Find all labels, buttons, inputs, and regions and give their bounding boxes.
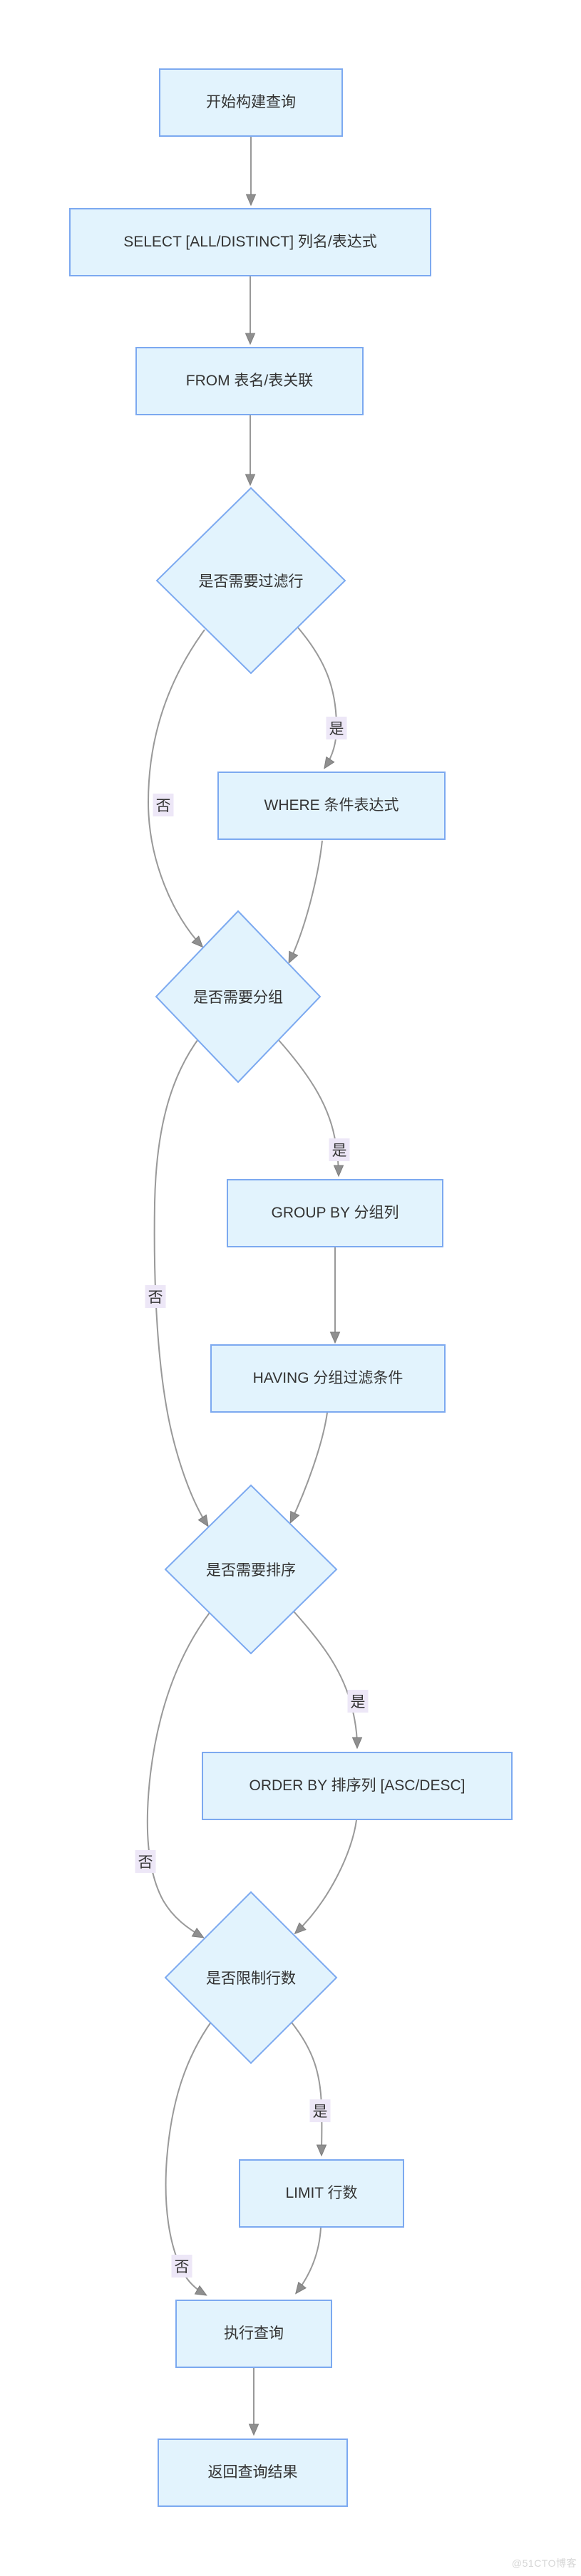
edge-label-group-no: 否 (145, 1285, 166, 1308)
edge-label-sort-yes: 是 (347, 1690, 369, 1713)
decision-diamond-sort (164, 1484, 338, 1655)
edge-filter-yes (297, 627, 338, 767)
edge-sort-no (146, 1610, 212, 1937)
edge-group-no (153, 1037, 207, 1525)
node-from: FROM 表名/表关联 (135, 347, 364, 415)
node-return-result-label: 返回查询结果 (207, 2464, 298, 2481)
edge-where-group (289, 840, 323, 962)
node-group-by-label: GROUP BY 分组列 (271, 1205, 399, 1222)
decision-limit-label: 是否限制行数 (206, 1970, 296, 1987)
node-return-result: 返回查询结果 (158, 2439, 348, 2507)
watermark: @51CTO博客 (511, 2557, 577, 2569)
edge-label-group-yes: 是 (329, 1138, 350, 1161)
node-having: HAVING 分组过滤条件 (210, 1344, 446, 1413)
edge-having-sort (291, 1412, 328, 1522)
edge-group-yes (277, 1039, 339, 1175)
decision-diamond-filter (155, 487, 346, 675)
edge-sort-yes (293, 1611, 357, 1747)
decision-filter-label: 是否需要过滤行 (198, 573, 304, 590)
node-limit: LIMIT 行数 (239, 2159, 404, 2228)
node-order-by-label: ORDER BY 排序列 [ASC/DESC] (249, 1777, 466, 1795)
node-where: WHERE 条件表达式 (217, 772, 446, 840)
edge-label-limit-no: 否 (171, 2255, 192, 2278)
node-where-label: WHERE 条件表达式 (264, 797, 399, 814)
decision-sort-label: 是否需要排序 (206, 1562, 296, 1579)
edge-label-filter-yes: 是 (326, 717, 347, 739)
node-start: 开始构建查询 (159, 68, 343, 137)
node-having-label: HAVING 分组过滤条件 (252, 1370, 403, 1387)
node-execute-label: 执行查询 (224, 2325, 284, 2342)
node-start-label: 开始构建查询 (206, 94, 296, 111)
edge-limit-execute (297, 2227, 322, 2292)
edge-label-sort-no: 否 (135, 1850, 156, 1873)
edge-limitdec-no (165, 2020, 212, 2295)
node-select-label: SELECT [ALL/DISTINCT] 列名/表达式 (123, 234, 377, 251)
decision-diamond-limit (164, 1891, 338, 2065)
node-from-label: FROM 表名/表关联 (185, 373, 314, 390)
decision-diamond-group (155, 910, 322, 1084)
edge-label-filter-no: 否 (153, 794, 174, 816)
edge-filter-no (147, 629, 205, 946)
node-order-by: ORDER BY 排序列 [ASC/DESC] (202, 1752, 513, 1820)
edge-orderby-limitdec (296, 1819, 357, 1933)
decision-group-label: 是否需要分组 (193, 990, 283, 1006)
node-select: SELECT [ALL/DISTINCT] 列名/表达式 (69, 208, 431, 276)
edge-limitdec-yes (291, 2022, 322, 2154)
node-group-by: GROUP BY 分组列 (227, 1179, 443, 1247)
node-limit-label: LIMIT 行数 (285, 2185, 358, 2202)
edge-label-limit-yes: 是 (309, 2099, 331, 2122)
node-execute: 执行查询 (175, 2300, 332, 2368)
